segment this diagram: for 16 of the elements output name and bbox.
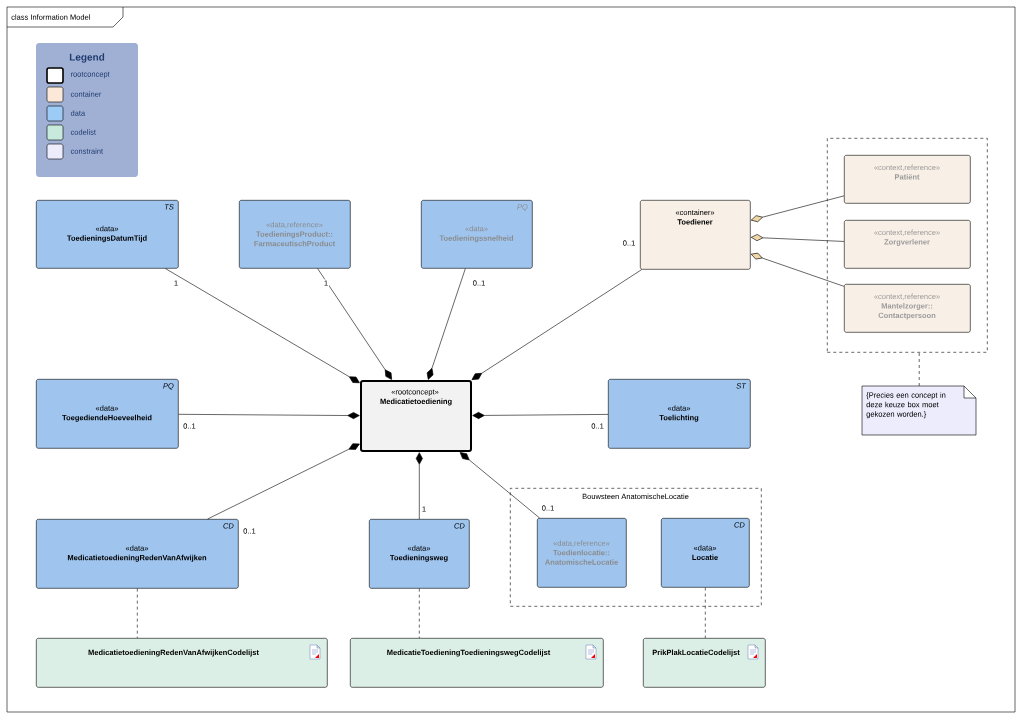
connector bbox=[415, 452, 423, 520]
connector bbox=[317, 268, 392, 380]
connector bbox=[750, 252, 845, 287]
connector bbox=[750, 195, 845, 223]
connector bbox=[137, 588, 138, 639]
connector bbox=[426, 268, 466, 380]
connector bbox=[165, 268, 360, 384]
connector bbox=[419, 588, 420, 639]
connector bbox=[472, 412, 609, 419]
connector bbox=[459, 452, 540, 519]
connector bbox=[178, 412, 360, 420]
connector bbox=[918, 352, 920, 387]
connector bbox=[207, 443, 360, 520]
connector bbox=[471, 269, 642, 380]
connector bbox=[705, 587, 706, 639]
connector bbox=[750, 234, 845, 242]
